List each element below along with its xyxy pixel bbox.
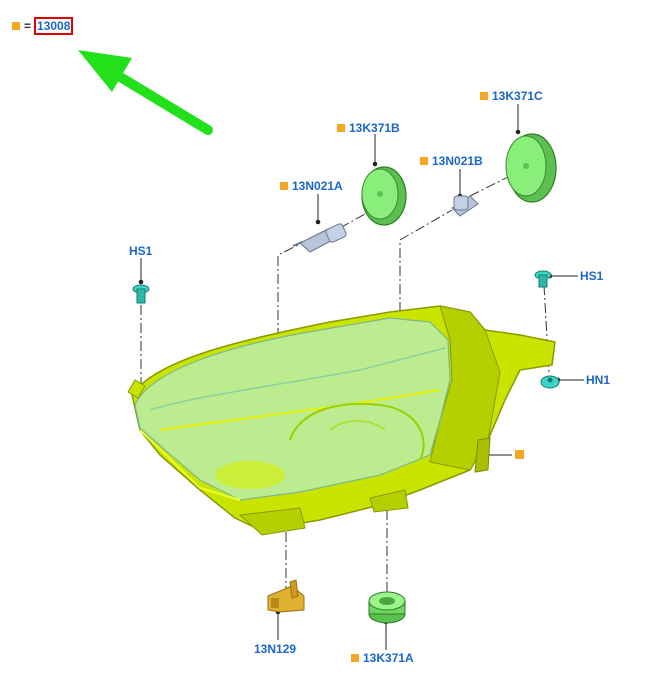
legend-code-link[interactable]: 13008: [34, 17, 74, 35]
headlamp-assembly: [127, 305, 556, 536]
arrow-icon: [78, 50, 213, 135]
square-marker-icon: [515, 450, 524, 459]
callout-13n021a[interactable]: 13N021A: [280, 179, 343, 193]
callout-label: 13N021A: [292, 179, 343, 193]
legend-equals: =: [24, 19, 32, 33]
dust-cap-right: [505, 133, 557, 203]
dust-cap-left: [361, 166, 407, 226]
nut-right: [540, 375, 560, 389]
square-marker-icon: [280, 182, 288, 190]
screw-right: [534, 270, 552, 288]
bulb-left: [292, 223, 347, 253]
bulb-right: [451, 195, 479, 217]
square-marker-icon: [480, 92, 488, 100]
callout-label: 13N129: [254, 642, 297, 656]
bracket-bottom: [267, 579, 305, 613]
callout-label: 13K371B: [349, 121, 400, 135]
square-marker-icon: [12, 22, 20, 30]
square-marker-icon: [337, 124, 345, 132]
callout-hn1[interactable]: HN1: [586, 373, 610, 387]
dust-cap-bottom: [368, 591, 406, 624]
callout-13k371a[interactable]: 13K371A: [351, 651, 414, 665]
callout-13k371b[interactable]: 13K371B: [337, 121, 400, 135]
callout-hs1-right[interactable]: HS1: [580, 269, 603, 283]
callout-label: HS1: [580, 269, 604, 283]
callout-label: 13N021B: [432, 154, 483, 168]
callout-label: 13K371C: [492, 89, 543, 103]
callout-hs1-left[interactable]: HS1: [129, 244, 152, 258]
square-marker-icon: [420, 157, 428, 165]
legend: =13008: [12, 17, 74, 35]
callout-13n129[interactable]: 13N129: [254, 642, 296, 656]
screw-left: [132, 284, 150, 304]
callout-label: HN1: [586, 373, 611, 387]
callout-13k371c[interactable]: 13K371C: [480, 89, 543, 103]
callout-13n021b[interactable]: 13N021B: [420, 154, 483, 168]
callout-label: HS1: [129, 244, 153, 258]
square-marker-icon: [351, 654, 359, 662]
callout-label: 13K371A: [363, 651, 414, 665]
